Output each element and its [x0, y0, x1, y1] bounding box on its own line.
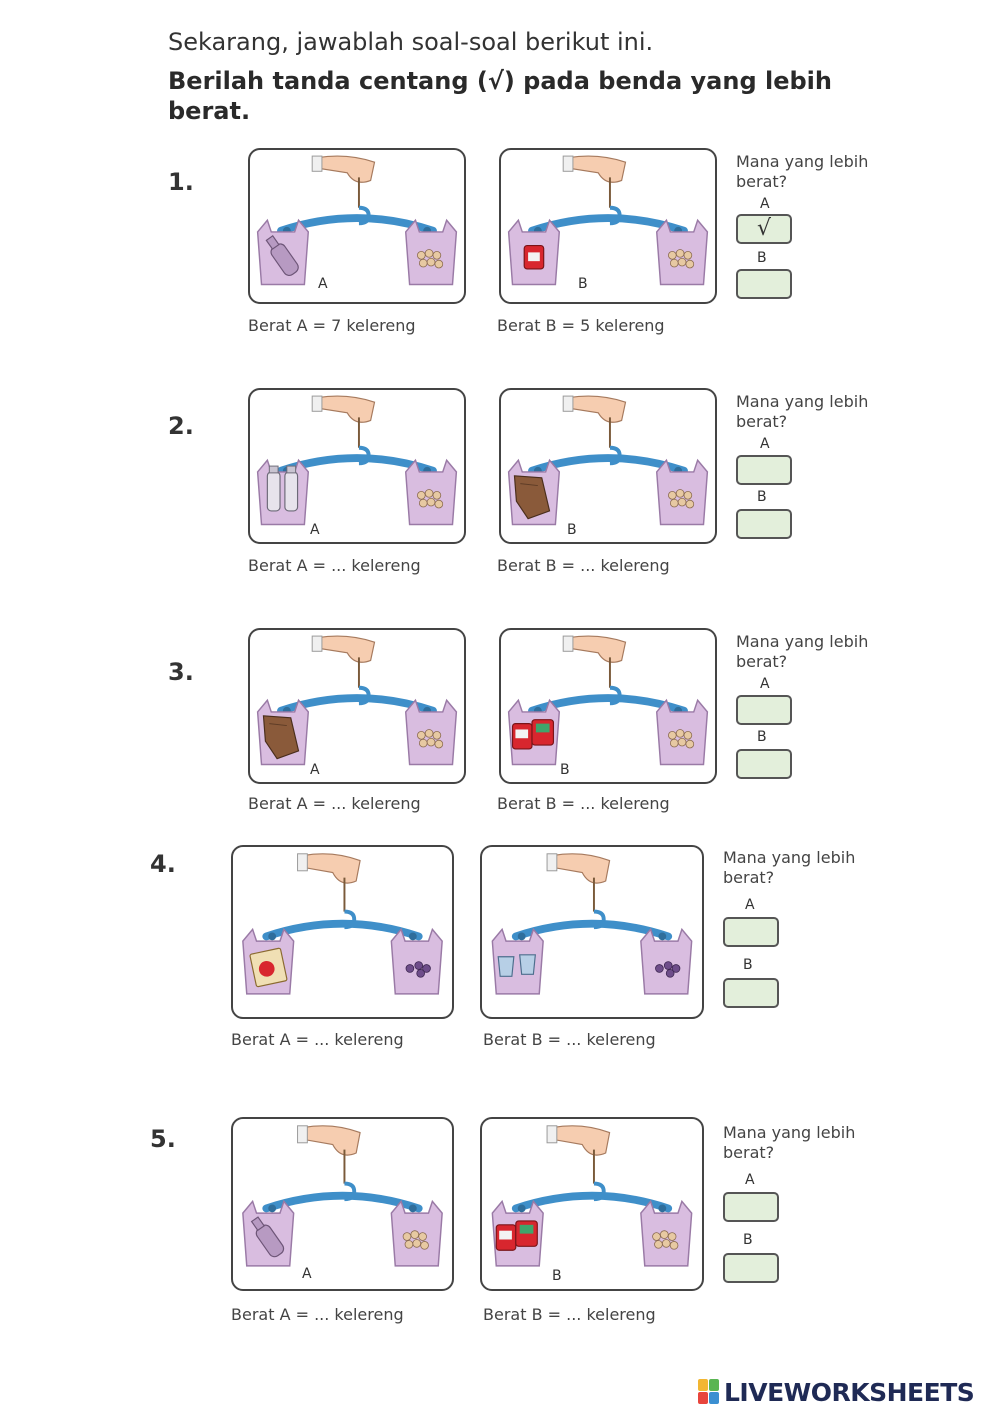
- answer-box-b[interactable]: [736, 269, 792, 299]
- hanger-illustration-right: [499, 628, 717, 784]
- which-heavier-question: Mana yang lebih berat?: [723, 848, 856, 887]
- question-number: 2.: [168, 412, 194, 440]
- weight-text-right: Berat B = ... kelereng: [483, 1030, 656, 1049]
- option-b-label: B: [757, 489, 767, 505]
- weight-text-right: Berat B = 5 kelereng: [497, 316, 665, 335]
- answer-box-a[interactable]: [736, 695, 792, 725]
- hanger-illustration-right: [499, 388, 717, 544]
- hanger-scale-image: [491, 853, 693, 995]
- question-number: 3.: [168, 658, 194, 686]
- hanger-scale-image: [256, 395, 458, 526]
- bag-label-right: B: [578, 276, 588, 292]
- weight-text-left: Berat A = 7 kelereng: [248, 316, 416, 335]
- answer-box-a[interactable]: [736, 455, 792, 485]
- bag-label-left: A: [310, 762, 320, 778]
- hanger-scale-image: [507, 395, 709, 526]
- liveworksheets-logo: LIVEWORKSHEETS: [698, 1377, 975, 1407]
- hanger-scale-image: [507, 635, 709, 766]
- option-b-label: B: [743, 1232, 753, 1248]
- which-heavier-question: Mana yang lebih berat?: [736, 392, 869, 431]
- bag-label-right: B: [552, 1268, 562, 1284]
- answer-box-b[interactable]: [723, 978, 779, 1008]
- hanger-illustration-right: [480, 1117, 704, 1291]
- hanger-scale-image: [242, 1125, 443, 1267]
- weight-text-left: Berat A = ... kelereng: [231, 1305, 404, 1324]
- hanger-illustration-right: [499, 148, 717, 304]
- logo-icon: [698, 1379, 720, 1405]
- hanger-scale-image: [256, 155, 458, 286]
- weight-text-right: Berat B = ... kelereng: [483, 1305, 656, 1324]
- question-number: 1.: [168, 168, 194, 196]
- bag-label-right: B: [567, 522, 577, 538]
- option-b-label: B: [743, 957, 753, 973]
- answer-box-b[interactable]: [736, 509, 792, 539]
- bag-label-left: A: [302, 1266, 312, 1282]
- hanger-scale-image: [491, 1125, 693, 1267]
- option-a-label: A: [745, 1172, 755, 1188]
- hanger-illustration-left: [248, 388, 466, 544]
- hanger-scale-image: [242, 853, 443, 995]
- weight-text-left: Berat A = ... kelereng: [248, 794, 421, 813]
- option-b-label: B: [757, 250, 767, 266]
- option-a-label: A: [745, 897, 755, 913]
- weight-text-right: Berat B = ... kelereng: [497, 556, 670, 575]
- option-a-label: A: [760, 196, 770, 212]
- option-a-label: A: [760, 436, 770, 452]
- bag-label-left: A: [310, 522, 320, 538]
- hanger-scale-image: [256, 635, 458, 766]
- bag-label-left: A: [318, 276, 328, 292]
- hanger-illustration-left: [231, 1117, 454, 1291]
- hanger-illustration-right: [480, 845, 704, 1019]
- answer-box-b[interactable]: [723, 1253, 779, 1283]
- bag-label-right: B: [560, 762, 570, 778]
- option-a-label: A: [760, 676, 770, 692]
- instruction-text: Berilah tanda centang (√) pada benda yan…: [168, 67, 832, 125]
- weight-text-left: Berat A = ... kelereng: [231, 1030, 404, 1049]
- hanger-illustration-left: [248, 148, 466, 304]
- weight-text-right: Berat B = ... kelereng: [497, 794, 670, 813]
- hanger-illustration-left: [231, 845, 454, 1019]
- answer-box-a[interactable]: √: [736, 214, 792, 244]
- logo-text: LIVEWORKSHEETS: [724, 1377, 975, 1407]
- question-number: 4.: [150, 850, 176, 878]
- hanger-illustration-left: [248, 628, 466, 784]
- intro-text: Sekarang, jawablah soal-soal berikut ini…: [168, 28, 654, 56]
- answer-box-a[interactable]: [723, 1192, 779, 1222]
- hanger-scale-image: [507, 155, 709, 286]
- option-b-label: B: [757, 729, 767, 745]
- weight-text-left: Berat A = ... kelereng: [248, 556, 421, 575]
- which-heavier-question: Mana yang lebih berat?: [723, 1123, 856, 1162]
- which-heavier-question: Mana yang lebih berat?: [736, 632, 869, 671]
- question-number: 5.: [150, 1125, 176, 1153]
- which-heavier-question: Mana yang lebih berat?: [736, 152, 869, 191]
- answer-box-a[interactable]: [723, 917, 779, 947]
- answer-box-b[interactable]: [736, 749, 792, 779]
